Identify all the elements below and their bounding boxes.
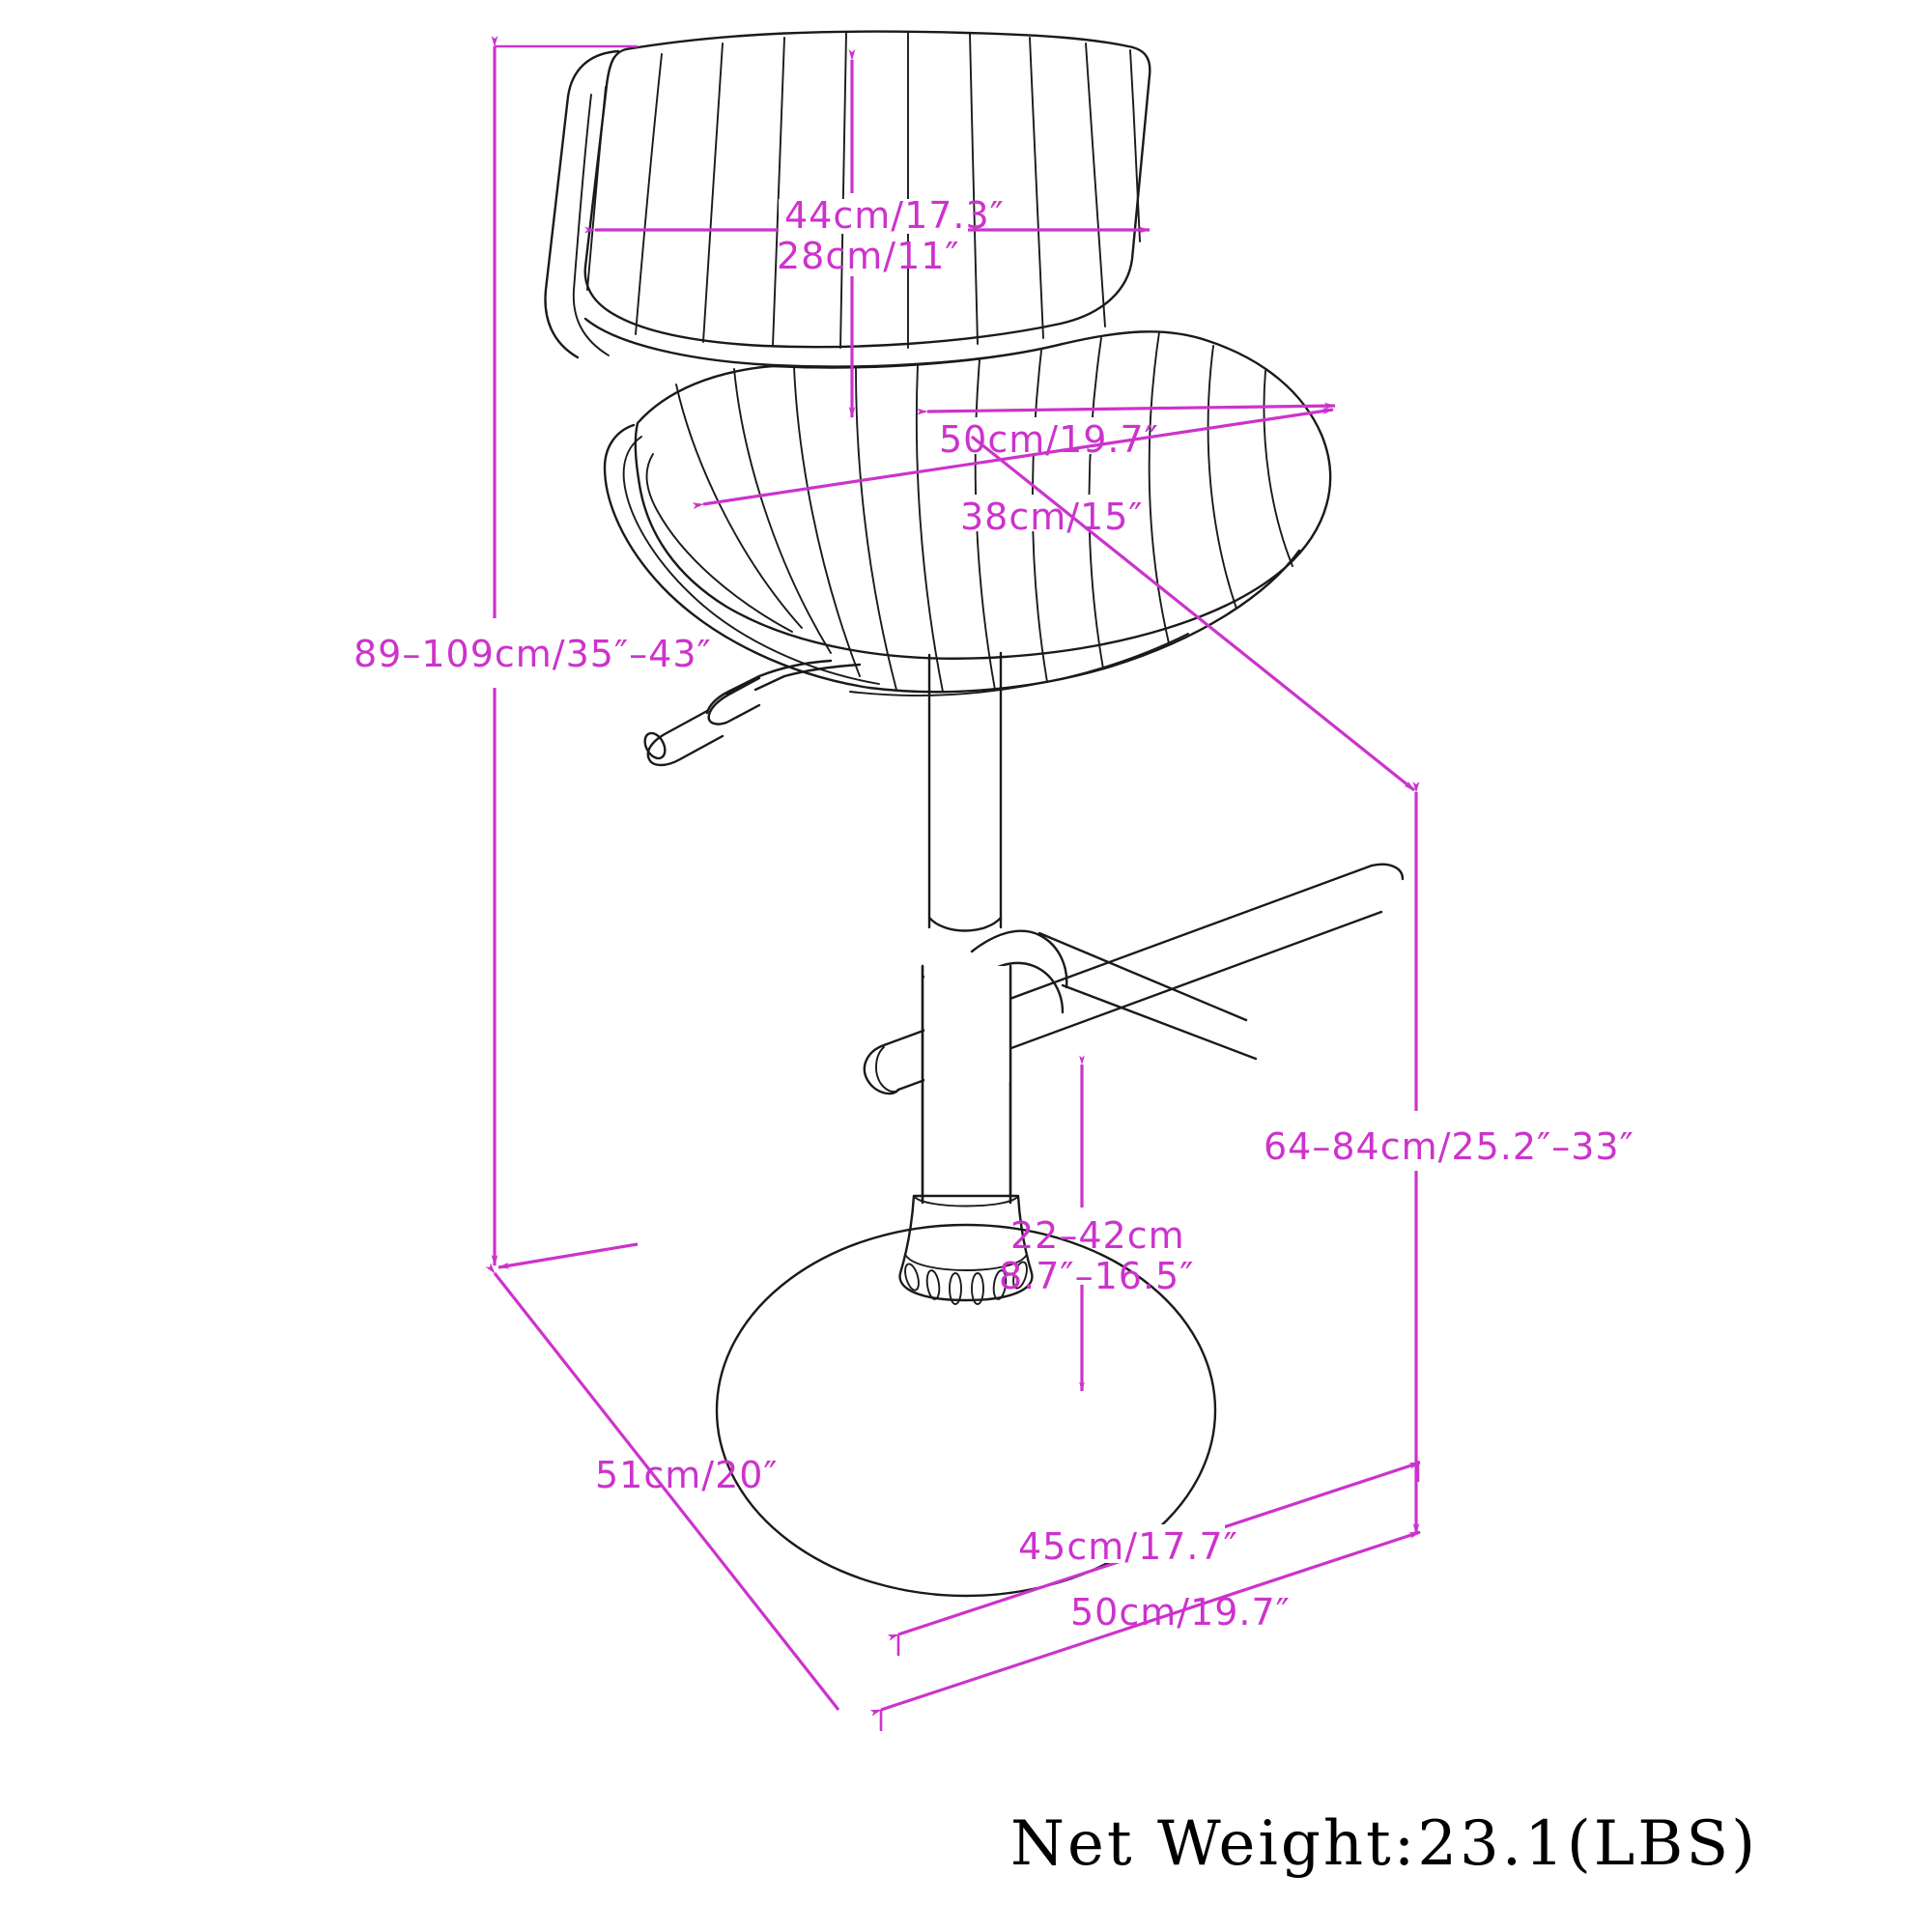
dim-base-depth-ext-upper	[497, 1242, 639, 1269]
dim-seat-height: 64–84cm/25.2″–33″	[1264, 781, 1634, 1535]
base-collar-outer	[898, 1194, 1034, 1302]
dim-label-bg-38	[956, 495, 1122, 531]
backrest-channel-8	[1085, 43, 1106, 327]
dim-label-overall-height: 89–109cm/35″–43″	[354, 633, 712, 675]
backrest-channel-3	[772, 37, 785, 347]
column-occlusion-patch	[924, 966, 1009, 1082]
dim-seat-depth-line	[916, 402, 1336, 415]
base-collar-rib-4	[971, 1272, 984, 1305]
column-group	[921, 651, 1012, 1205]
gas-lift-lever-arm	[753, 663, 862, 692]
seat-front-edge	[867, 549, 1301, 694]
footrest-bar-endcap-left-inner	[875, 1046, 899, 1093]
dim-label-38cm: 38cm/15″	[960, 496, 1144, 538]
dim-label-footrest-cm: 22–42cm	[1010, 1214, 1185, 1257]
seat-left-bolster-outer	[603, 423, 871, 690]
footrest-rear-arm-right-2	[1061, 983, 1258, 1061]
dim-overall-height: 89–109cm/35″–43″	[354, 36, 712, 1266]
footrest-bar-endcap-left	[863, 1043, 900, 1095]
footrest-rear-arm-top	[970, 929, 1068, 989]
seat-channel-2	[733, 368, 832, 654]
footrest-ring-group	[863, 863, 1405, 1205]
dim-label-44cm: 44cm/17.3″	[784, 194, 1005, 237]
base-collar-rib-6	[1012, 1261, 1028, 1290]
seat-channel-4	[855, 368, 897, 691]
dim-overall-width: 50cm/19.7″	[869, 1530, 1421, 1731]
gas-lift-lever-group	[643, 659, 862, 767]
backrest-inner-left-edge	[572, 94, 610, 356]
column-upper-post-bottom-curve	[927, 916, 1003, 932]
backrest-channel-2	[702, 43, 724, 343]
seat-left-bolster-crease	[645, 453, 793, 633]
dim-label-bg-44	[779, 199, 968, 234]
footrest-rear-arm-right	[1037, 931, 1248, 1022]
dimension-annotations: 44cm/17.3″ 28cm/11″ 50cm/19.7″ 38cm/15″	[354, 36, 1634, 1731]
gas-lift-lever-handle-tube	[707, 676, 761, 725]
gas-lift-lever-endcap	[643, 731, 667, 760]
seat-channel-3	[793, 366, 861, 677]
dim-seat-width-line	[692, 408, 1334, 509]
dim-label-45cm: 45cm/17.7″	[1018, 1525, 1238, 1568]
bar-stool-illustration	[544, 30, 1405, 1598]
base-collar-rib-2	[925, 1269, 941, 1300]
backrest-outer-shell	[544, 49, 620, 359]
dim-leader-overall-width	[971, 435, 1415, 792]
base-collar-mid-ellipse	[905, 1255, 1027, 1271]
dim-seat-width: 38cm/15″	[692, 408, 1334, 538]
dim-base-depth: 51cm/20″	[485, 1242, 840, 1711]
seat-channel-9	[1148, 331, 1170, 644]
base-collar-rib-1	[904, 1263, 920, 1292]
dim-label-28cm: 28cm/11″	[777, 235, 960, 277]
base-collar-top-ellipse	[913, 1195, 1019, 1208]
base-collar-rib-3	[949, 1272, 962, 1305]
dim-seat-depth: 50cm/19.7″	[916, 402, 1336, 461]
dim-label-base-depth: 51cm/20″	[595, 1454, 779, 1496]
backrest-panel-outline	[583, 30, 1151, 349]
base-collar-rib-5	[992, 1269, 1008, 1300]
dim-label-seat-height: 64–84cm/25.2″–33″	[1264, 1125, 1634, 1168]
seat-channel-11	[1263, 370, 1293, 567]
net-weight-label: Net Weight:23.1(LBS)	[1010, 1808, 1758, 1880]
seat-channel-5	[915, 364, 944, 693]
backrest-channel-4	[839, 32, 847, 349]
backrest-channel-9	[1129, 49, 1141, 242]
seat-channel-1	[675, 384, 803, 629]
dim-footrest-height: 22–42cm 8.7″–16.5″	[999, 1055, 1194, 1392]
gas-lift-lever-stem	[646, 709, 724, 767]
dim-label-footrest-in: 8.7″–16.5″	[999, 1255, 1194, 1297]
dim-label-overall-width: 50cm/19.7″	[1070, 1591, 1291, 1634]
dim-base-depth-line	[485, 1263, 840, 1711]
backrest-bottom-lip	[583, 317, 1065, 368]
seat-underside-rim	[849, 633, 1189, 696]
backrest-channel-1	[635, 53, 663, 335]
backrest-channel-6	[969, 33, 979, 345]
seat-left-bolster-inner	[622, 436, 880, 685]
dim-backrest-width: 44cm/17.3″ 28cm/11″	[584, 194, 1151, 277]
seat-channel-10	[1207, 345, 1237, 610]
dim-overall-width-line	[869, 1530, 1421, 1717]
backrest-inner-left-edge-2	[586, 86, 607, 291]
backrest-channel-7	[1029, 37, 1044, 339]
footrest-bar-right-end	[1370, 863, 1405, 881]
seat-top-outline	[634, 330, 1332, 660]
